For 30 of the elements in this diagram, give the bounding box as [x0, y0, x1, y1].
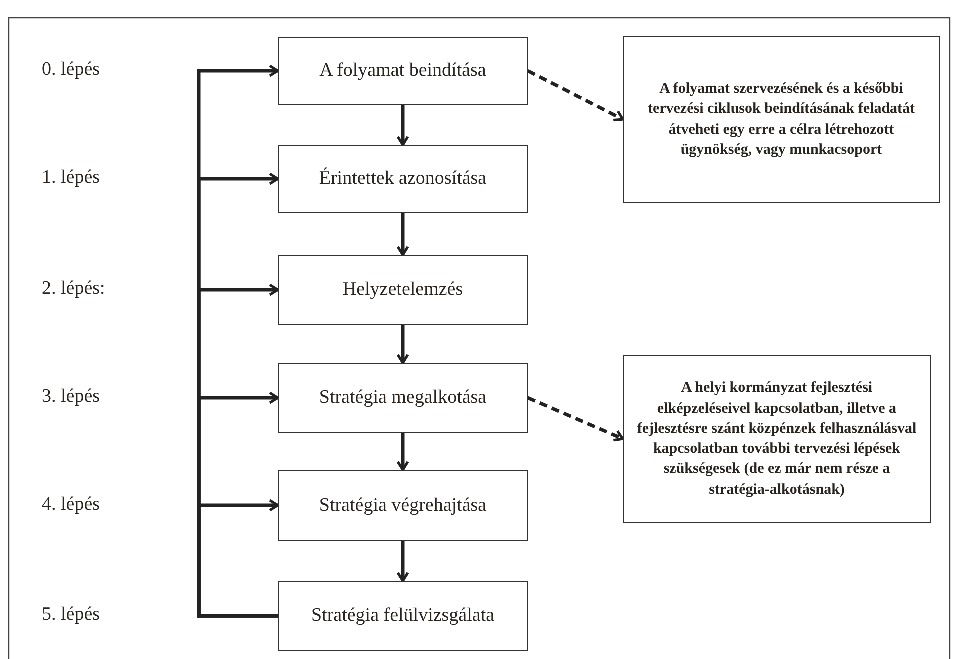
process-box [278, 581, 528, 651]
box-text: Stratégia felülvizsgálata [311, 605, 495, 627]
box-text: A folyamat szervezésének és a későbbi tervezési ciklusok beindításának feladatát átveheti egy erre a célra létrehozott ügynökség, vagy munkacsoport [646, 80, 916, 160]
step-label: 0. lépés [42, 59, 100, 81]
box-text: Stratégia végrehajtása [319, 494, 487, 516]
process-box [278, 363, 528, 433]
arrow [396, 541, 410, 582]
box-text: A folyamat beindítása [320, 60, 486, 82]
note-box [623, 355, 931, 523]
arrow [527, 69, 624, 122]
note-box [623, 36, 940, 203]
arrow [527, 396, 624, 442]
step-label: 1. lépés [42, 167, 100, 189]
step-label: 4. lépés [42, 494, 100, 516]
box-text: Helyzetelemzés [342, 279, 464, 301]
box-text: A helyi kormányzat fejlesztési elképzeléseivel kapcsolatban, illetve a fejlesztésre szánt közpénzek felhasználásval kapcsolatban további tervezési lépések szükségesek (de ez már nem része a stratégia-alkotásnak) [636, 379, 918, 500]
process-box [278, 145, 528, 213]
step-label: 3. lépés [42, 386, 100, 408]
arrow [396, 433, 410, 472]
box-text: Stratégia megalkotása [319, 387, 487, 409]
step-label: 2. lépés: [42, 278, 106, 300]
process-box [278, 255, 528, 325]
arrow [396, 325, 410, 364]
step-label: 5. lépés [42, 604, 100, 626]
process-box [278, 37, 528, 105]
arrow [396, 213, 410, 256]
arrow [396, 105, 410, 146]
process-box [278, 470, 528, 541]
box-text: Érintettek azonosítása [319, 168, 487, 190]
arrow [197, 499, 280, 618]
